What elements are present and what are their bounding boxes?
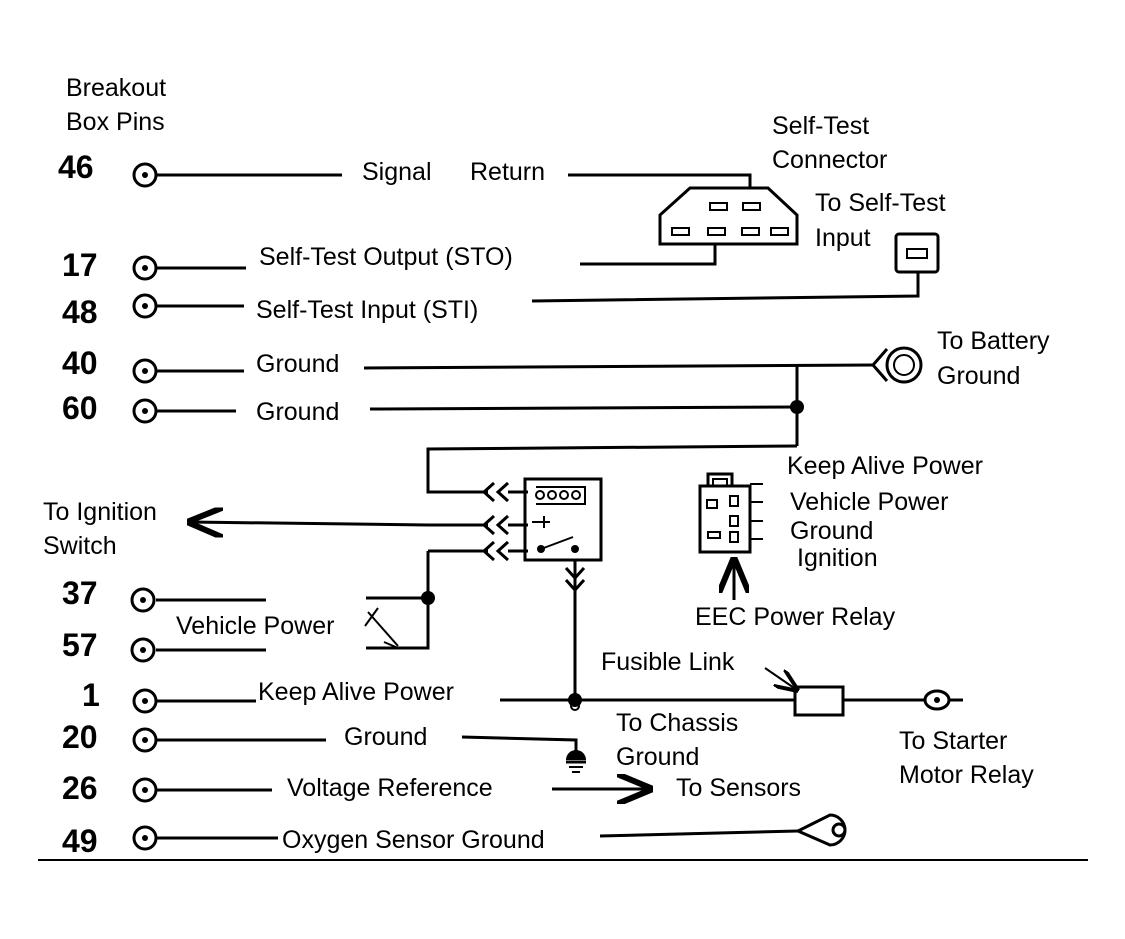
ground-40-label: Ground [256,350,339,378]
to-ignition-arrow [190,522,429,525]
relay-connector-chevrons [481,481,528,562]
pin-60-number: 60 [62,390,98,426]
to-chassis-label-1: To Chassis [616,709,738,737]
o2-ground-label: Oxygen Sensor Ground [282,826,545,854]
ground-20-label: Ground [344,723,427,751]
fusible-link-label: Fusible Link [601,648,735,676]
oxygen-sensor-terminal [794,813,847,847]
to-starter-label-1: To Starter [899,727,1007,755]
relay-box [523,477,603,593]
keep-alive-label: Keep Alive Power [258,678,454,706]
fusible-link [793,685,845,717]
pin-terminal-17 [132,255,158,281]
sto-label: Self-Test Output (STO) [259,243,513,271]
wire-ground-20-right [461,735,578,752]
to-sensors-label: To Sensors [676,774,801,802]
pin-terminal-49 [132,825,158,851]
to-self-test-input-label-2: Input [815,224,871,252]
ground-junction-dot [790,400,804,414]
vehicle-power-label: Vehicle Power [176,612,334,640]
wire-sti-right [531,272,920,303]
pin-terminal-60 [132,398,158,424]
chassis-ground-terminal [570,701,580,711]
relay-ignition-label: Ignition [797,544,878,572]
pin-1-number: 1 [82,677,100,713]
pin-26-number: 26 [62,770,98,806]
sti-label: Self-Test Input (STI) [256,296,478,324]
signal-return-label-a: Signal [362,158,432,186]
self-test-connector [658,186,799,246]
relay-vehicle-power-label: Vehicle Power [790,488,948,516]
to-chassis-label-2: Ground [616,743,699,771]
vehicle-power-junction-dot [421,591,435,605]
to-ignition-label-1: To Ignition [43,498,157,526]
pin-terminal-1 [132,688,158,714]
wire-ground-60-right [369,405,799,411]
keep-alive-junction-dot [568,693,582,707]
pin-terminal-48 [132,293,158,319]
pin-49-number: 49 [62,823,98,859]
relay-ground-label: Ground [790,517,873,545]
wire-sto-right [580,244,717,266]
pin-46-number: 46 [58,149,94,185]
starter-relay-terminal [905,689,963,711]
fusible-link-arrow [764,667,797,690]
eec-power-relay-label: EEC Power Relay [695,603,896,631]
to-starter-label-2: Motor Relay [899,761,1034,789]
pin-37-number: 37 [62,575,98,611]
wire-vehicle-power-vertical [398,551,430,650]
relay-keep-alive-label: Keep Alive Power [787,452,983,480]
pin-57-number: 57 [62,627,98,663]
to-self-test-input-label-1: To Self-Test [815,189,946,217]
wire-ground-to-relay [426,444,798,494]
self-test-connector-label-2: Connector [772,146,887,174]
to-battery-label-2: Ground [937,362,1020,390]
pin-terminal-40 [132,358,158,384]
wire-signal-return [156,173,752,188]
wire-o2-right [599,829,799,838]
pin-terminal-57 [130,637,156,663]
eec-power-relay-connector [698,472,763,600]
chassis-ground-symbol [566,750,586,773]
pin-48-number: 48 [62,294,98,330]
self-test-input-connector [894,232,940,274]
pin-terminal-46 [132,162,158,188]
pin-40-number: 40 [62,345,98,381]
battery-ground-terminal [871,346,923,384]
pin-17-number: 17 [62,247,98,283]
pin-20-number: 20 [62,719,98,755]
pin-terminal-20 [132,727,158,753]
signal-return-label-b: Return [470,158,545,186]
pin-terminal-37 [130,587,156,613]
ground-60-label: Ground [256,398,339,426]
wire-ground-40-right [363,363,874,370]
header-line-2: Box Pins [66,108,165,136]
self-test-connector-label-1: Self-Test [772,112,869,140]
header-line-1: Breakout [66,74,166,102]
to-battery-label-1: To Battery [937,327,1050,355]
vref-label: Voltage Reference [287,774,493,802]
to-ignition-label-2: Switch [43,532,117,560]
vehicle-power-leader [364,607,399,649]
pin-terminal-26 [132,777,158,803]
